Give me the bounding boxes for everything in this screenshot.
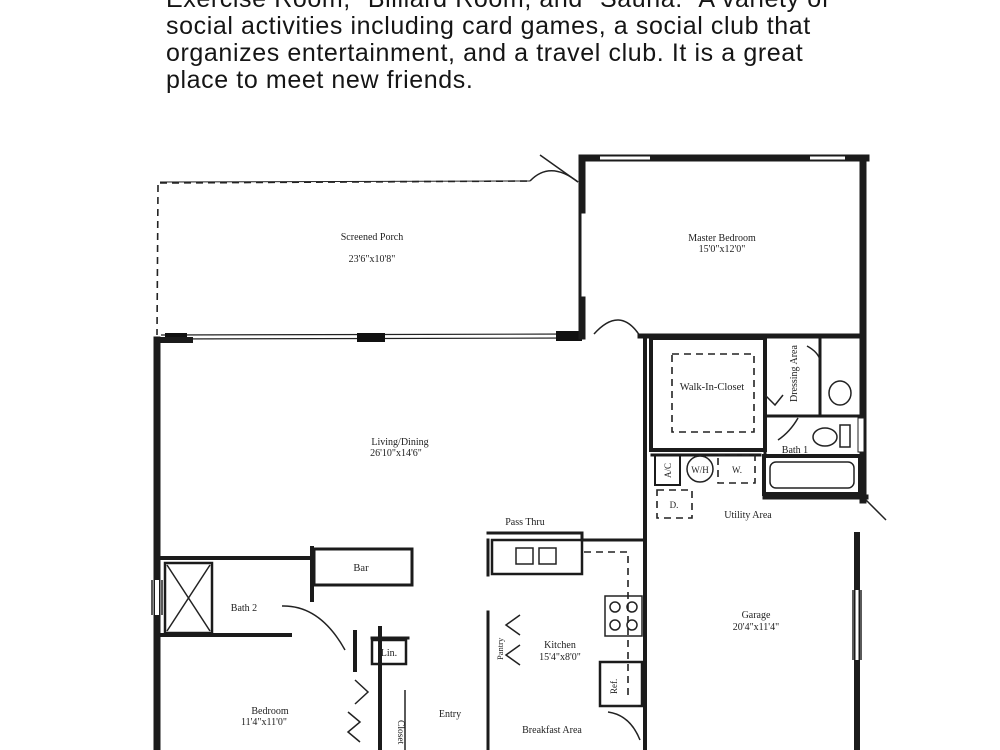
walk-in-closet [649,334,864,452]
closet-label: Closet [395,720,405,745]
master-bedroom-dims: 15'0"x12'0" [699,244,746,255]
master-bedroom-label: Master Bedroom [688,233,756,244]
screened-porch-dims: 23'6"x10'8" [349,254,396,265]
bath1-fixtures [762,414,865,496]
bath1-label: Bath 1 [782,445,808,456]
pantry-label: Pantry [495,637,505,660]
refrigerator-label: Ref. [609,679,619,694]
garage-label: Garage [742,610,771,621]
room-labels: Screened Porch 23'6"x10'8" Master Bedroo… [231,232,808,745]
entry-label: Entry [439,709,461,720]
kitchen-dims: 15'4"x8'0" [539,652,581,663]
intro-paragraph: Exercise Room, "Billiard Room, and "Saun… [166,0,926,94]
garage-dims: 20'4"x11'4" [733,622,779,633]
bedroom-dims: 11'4"x11'0" [241,717,287,728]
intro-line: Exercise Room, "Billiard Room, and "Saun… [166,0,926,13]
intro-line: place to meet new friends. [166,66,474,94]
walls [151,336,887,750]
kitchen-label: Kitchen [544,640,576,651]
breakfast-area-label: Breakfast Area [522,725,582,736]
intro-line: social activities including card games, … [166,12,811,40]
kitchen-counters [486,531,647,741]
walk-in-closet-label: Walk-In-Closet [680,382,745,393]
dryer-label: D. [670,500,679,510]
utility-area-label: Utility Area [724,510,772,521]
washer-label: W. [732,465,742,475]
intro-line: organizes entertainment, and a travel cl… [166,39,804,67]
screened-porch [156,154,582,342]
bar-label: Bar [353,563,369,574]
water-heater-label: W/H [691,465,709,475]
living-dining-dims: 26'10"x14'6" [370,448,422,459]
appliance-labels: A/C W/H W. D. Ref. [609,463,742,694]
dressing-area-label: Dressing Area [789,345,800,402]
ac-label: A/C [663,463,673,478]
screened-porch-label: Screened Porch [341,232,403,243]
bath2-label: Bath 2 [231,603,257,614]
utility-appliances [654,454,756,519]
pass-thru-label: Pass Thru [505,517,545,528]
living-dining-label: Living/Dining [371,437,428,448]
linen-label: Lin. [381,648,397,659]
bedroom-label: Bedroom [251,706,288,717]
